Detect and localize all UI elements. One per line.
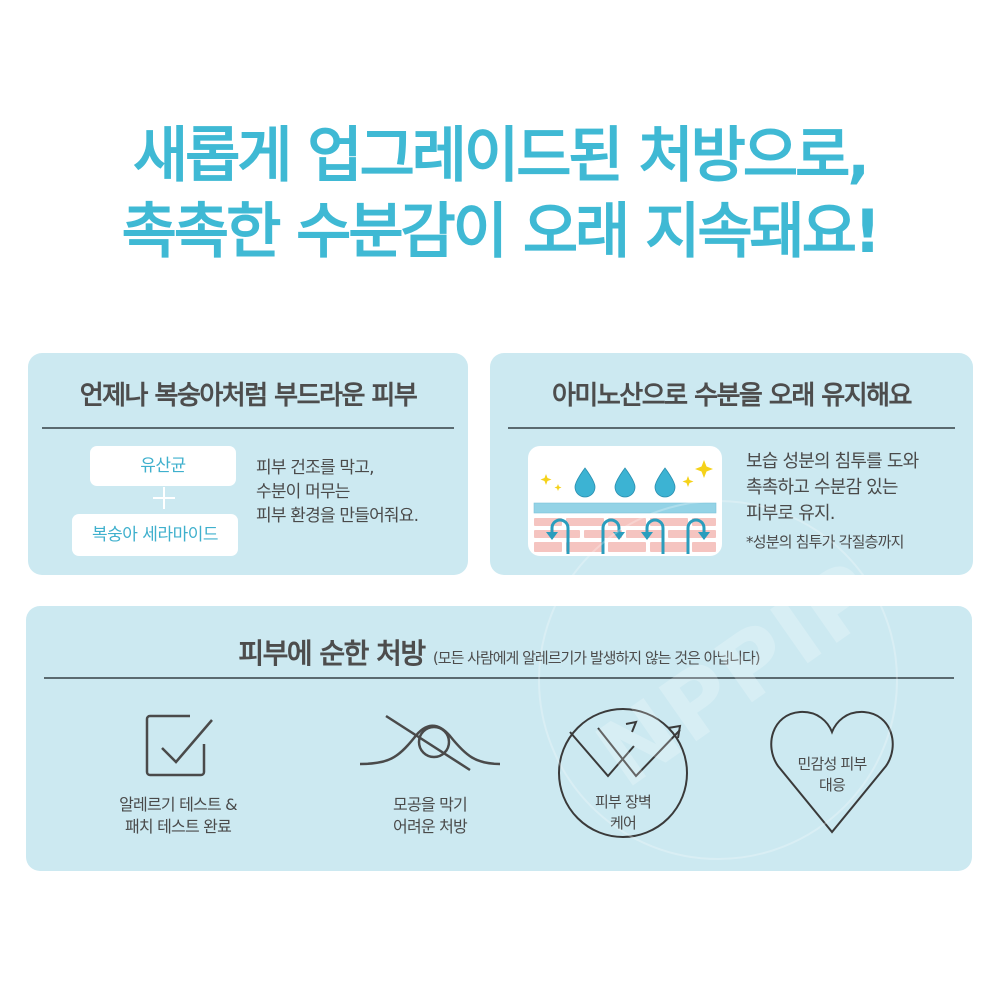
amino-acid-description: 보습 성분의 침투를 도와 촉촉하고 수분감 있는 피부로 유지. (746, 449, 919, 527)
desc-line: 촉촉하고 수분감 있는 (746, 477, 898, 498)
feature-non-comedogenic: 모공을 막기 어려운 처방 (340, 706, 520, 856)
feature-label: 알레르기 테스트 & 패치 테스트 완료 (88, 794, 268, 838)
ingredient-probiotics-badge: 유산균 (90, 446, 236, 486)
label-line: 피부 장벽 (595, 793, 652, 811)
desc-line: 수분이 머무는 (256, 482, 350, 502)
ingredient-peach-ceramide-badge: 복숭아 세라마이드 (72, 514, 238, 556)
desc-line: 피부 건조를 막고, (256, 458, 375, 478)
label-line: 어려운 처방 (393, 817, 468, 836)
amino-acid-title: 아미노산으로 수분을 오래 유지해요 (552, 381, 912, 411)
headline: 새롭게 업그레이드된 처방으로, 촉촉한 수분감이 오래 지속돼요! (0, 118, 1000, 270)
plus-icon (150, 484, 178, 514)
soft-skin-title: 언제나 복숭아처럼 부드라운 피부 (79, 381, 418, 411)
moisture-layers-icon (533, 460, 717, 554)
u-turn-arrow-icon (550, 518, 706, 554)
feature-allergy-tested: 알레르기 테스트 & 패치 테스트 완료 (88, 706, 268, 856)
desc-line: 피부 환경을 만들어줘요. (256, 506, 419, 526)
checkbox-check-icon (145, 714, 213, 777)
divider (44, 677, 954, 679)
desc-line: 보습 성분의 침투를 도와 (746, 451, 919, 472)
gentle-formula-disclaimer: (모든 사람에게 알레르기가 발생하지 않는 것은 아닙니다) (432, 649, 761, 667)
feature-barrier-care: 피부 장벽 케어 (556, 706, 736, 856)
gentle-formula-card: 피부에 순한 처방 (모든 사람에게 알레르기가 발생하지 않는 것은 아닙니다… (26, 606, 972, 871)
label-line: 모공을 막기 (393, 795, 468, 814)
gentle-formula-heading: 피부에 순한 처방 (238, 637, 426, 670)
divider (508, 427, 955, 429)
feature-label: 피부 장벽 케어 (556, 792, 690, 834)
water-drop-icon (574, 467, 676, 498)
label-line: 대응 (818, 776, 846, 794)
divider (42, 427, 454, 429)
sparkle-icon (540, 460, 713, 491)
headline-line-2: 촉촉한 수분감이 오래 지속돼요! (121, 197, 882, 267)
footnote: *성분의 침투가 각질층까지 (746, 533, 904, 551)
desc-line: 피부로 유지. (746, 503, 835, 524)
feature-sensitive-skin: 민감성 피부 대응 (766, 706, 946, 856)
skin-moisture-penetration-illustration (528, 446, 722, 556)
soft-skin-card: 언제나 복숭아처럼 부드라운 피부 유산균 복숭아 세라마이드 피부 건조를 막… (28, 353, 468, 575)
heart-icon (770, 710, 894, 834)
headline-line-1: 새롭게 업그레이드된 처방으로, (132, 121, 870, 191)
label-line: 패치 테스트 완료 (124, 817, 232, 836)
amino-acid-card: 아미노산으로 수분을 오래 유지해요 (490, 353, 973, 575)
label-line: 케어 (609, 814, 637, 832)
barrier-arrows-circle-icon (558, 708, 688, 838)
soft-skin-description: 피부 건조를 막고, 수분이 머무는 피부 환경을 만들어줘요. (256, 456, 419, 528)
non-comedogenic-icon (359, 714, 501, 772)
label-line: 알레르기 테스트 & (119, 795, 238, 814)
gentle-formula-title: 피부에 순한 처방 (모든 사람에게 알레르기가 발생하지 않는 것은 아닙니다… (26, 632, 972, 672)
label-line: 민감성 피부 (797, 755, 868, 773)
feature-label: 민감성 피부 대응 (766, 754, 898, 796)
feature-label: 모공을 막기 어려운 처방 (340, 794, 520, 838)
